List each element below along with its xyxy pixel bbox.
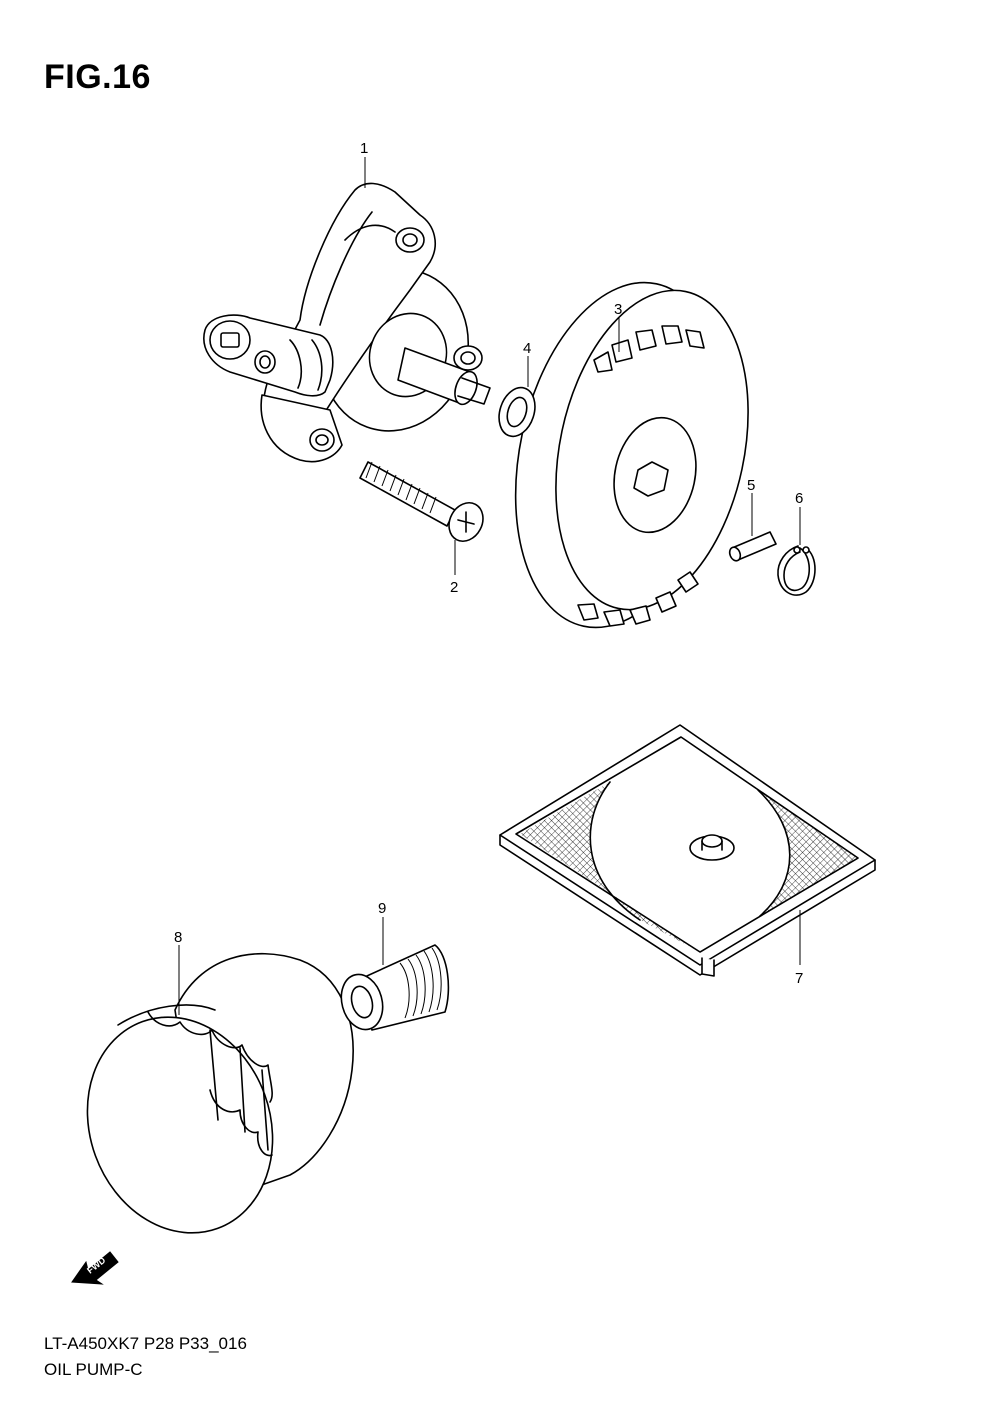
callout-8: 8 bbox=[174, 929, 182, 946]
callout-9: 9 bbox=[378, 900, 386, 917]
part-pin bbox=[728, 531, 777, 562]
part-washer bbox=[498, 386, 536, 438]
part-circlip bbox=[777, 545, 816, 596]
fwd-arrow-icon: FWD bbox=[71, 1251, 119, 1285]
callout-leaders bbox=[178, 157, 801, 1015]
figure-title: FIG.16 bbox=[44, 58, 151, 96]
part-screw bbox=[359, 461, 484, 542]
callout-numbers: 1 2 3 4 5 6 7 8 9 bbox=[174, 140, 803, 987]
part-driven-gear bbox=[514, 281, 749, 629]
part-oil-filter bbox=[86, 953, 354, 1234]
callout-2: 2 bbox=[450, 579, 458, 596]
callout-1: 1 bbox=[360, 140, 368, 157]
callout-7: 7 bbox=[795, 970, 803, 987]
section-name: OIL PUMP-C bbox=[44, 1360, 143, 1379]
model-code: LT-A450XK7 P28 P33_016 bbox=[44, 1334, 247, 1353]
callout-6: 6 bbox=[795, 490, 803, 507]
callout-5: 5 bbox=[747, 477, 755, 494]
callout-3: 3 bbox=[614, 301, 622, 318]
callout-4: 4 bbox=[523, 340, 531, 357]
part-union-bolt bbox=[340, 944, 450, 1031]
part-oil-strainer bbox=[499, 724, 876, 977]
part-oil-pump-assembly bbox=[203, 182, 491, 463]
